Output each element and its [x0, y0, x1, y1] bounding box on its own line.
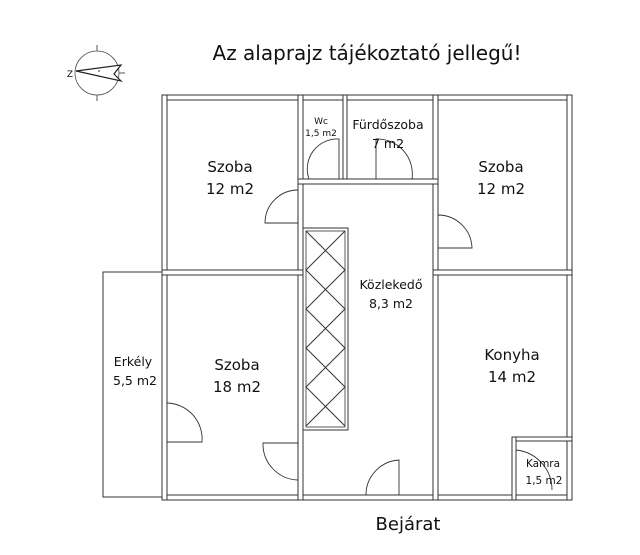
room-area: 5,5 m2 [113, 373, 157, 388]
room-szoba-top-right: Szoba 12 m2 [477, 158, 525, 198]
walls [161, 94, 573, 501]
room-area: 1,5 m2 [526, 475, 563, 487]
room-area: 12 m2 [477, 180, 525, 198]
built-in-wardrobe [302, 227, 349, 431]
room-wc: Wc 1,5 m2 [305, 117, 337, 139]
room-name: Szoba [478, 158, 523, 176]
room-kozlekedo: Közlekedő 8,3 m2 [359, 277, 422, 311]
room-kamra: Kamra 1,5 m2 [526, 458, 563, 487]
room-name: Fürdőszoba [352, 117, 423, 132]
title: Az alaprajz tájékoztató jellegű! [213, 41, 522, 65]
compass-label: Z [67, 70, 73, 80]
room-erkely: Erkély 5,5 m2 [113, 354, 157, 388]
room-area: 18 m2 [213, 378, 261, 396]
room-name: Szoba [214, 356, 259, 374]
entrance-label: Bejárat [376, 514, 441, 535]
room-area: 1,5 m2 [305, 129, 337, 139]
room-szoba-top-left: Szoba 12 m2 [206, 158, 254, 198]
room-konyha: Konyha 14 m2 [484, 346, 539, 386]
room-name: Kamra [526, 458, 560, 470]
room-name: Konyha [484, 346, 539, 364]
compass-icon: Z [67, 45, 125, 101]
room-area: 8,3 m2 [369, 296, 413, 311]
room-name: Szoba [207, 158, 252, 176]
room-name: Wc [314, 117, 328, 127]
room-area: 14 m2 [488, 368, 536, 386]
room-area: 12 m2 [206, 180, 254, 198]
room-name: Erkély [114, 354, 153, 369]
doors [166, 138, 553, 496]
room-area: 7 m2 [372, 136, 404, 151]
room-furdoszoba: Fürdőszoba 7 m2 [352, 117, 423, 151]
room-szoba-bottom-left: Szoba 18 m2 [213, 356, 261, 396]
room-name: Közlekedő [359, 277, 422, 292]
